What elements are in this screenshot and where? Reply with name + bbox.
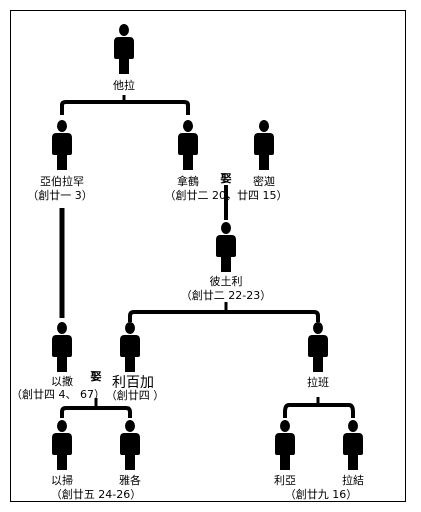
person-isaac-icon	[52, 322, 72, 372]
terah-branch-line	[60, 100, 190, 115]
isaac-label: 以撒	[51, 374, 73, 388]
rebekah-label: 利百加	[112, 375, 154, 391]
person-abraham-icon	[52, 120, 72, 170]
milcah-label: 密迦	[253, 174, 275, 188]
person-milcah-icon	[254, 120, 274, 170]
laban-branch-line	[283, 403, 355, 418]
leah-rachel-ref: （創廿九 16）	[285, 487, 358, 501]
bethuel-branch-line	[128, 310, 320, 322]
abraham-label: 亞伯拉罕	[40, 174, 84, 188]
bethuel-label: 彼土利	[210, 275, 243, 288]
person-jacob-icon	[120, 420, 140, 470]
abraham-ref: （創廿一 3）	[27, 188, 93, 202]
bethuel-ref: （創廿二 22-23）	[181, 288, 271, 302]
diagram-frame	[10, 10, 406, 502]
jacob-label: 雅各	[119, 473, 141, 487]
isaac-branch-line	[60, 406, 132, 418]
esau-label: 以掃	[51, 473, 73, 487]
nahor-marriage-label: 娶	[221, 172, 232, 185]
person-rachel-icon	[343, 420, 363, 470]
person-rebekah-icon	[120, 322, 140, 372]
connector-lines	[59, 95, 355, 418]
person-bethuel-icon	[216, 222, 236, 272]
nahor-label: 拿鶴	[177, 174, 199, 188]
rebekah-ref: （創廿四 ）	[106, 388, 165, 402]
person-terah-icon	[114, 24, 134, 74]
isaac-marriage-label: 娶	[91, 370, 102, 383]
isaac-ref: （創廿四 4、 67）	[11, 387, 105, 401]
person-leah-icon	[275, 420, 295, 470]
person-nahor-icon	[178, 120, 198, 170]
laban-label: 拉班	[307, 375, 329, 389]
esau-jacob-ref: （創廿五 24-26）	[51, 487, 141, 501]
person-esau-icon	[52, 420, 72, 470]
leah-label: 利亞	[274, 474, 296, 487]
nahor-ref: （創廿二 20，廿四 15）	[165, 188, 288, 202]
terah-label: 他拉	[113, 78, 135, 92]
person-laban-icon	[308, 322, 328, 372]
rachel-label: 拉結	[342, 473, 364, 487]
